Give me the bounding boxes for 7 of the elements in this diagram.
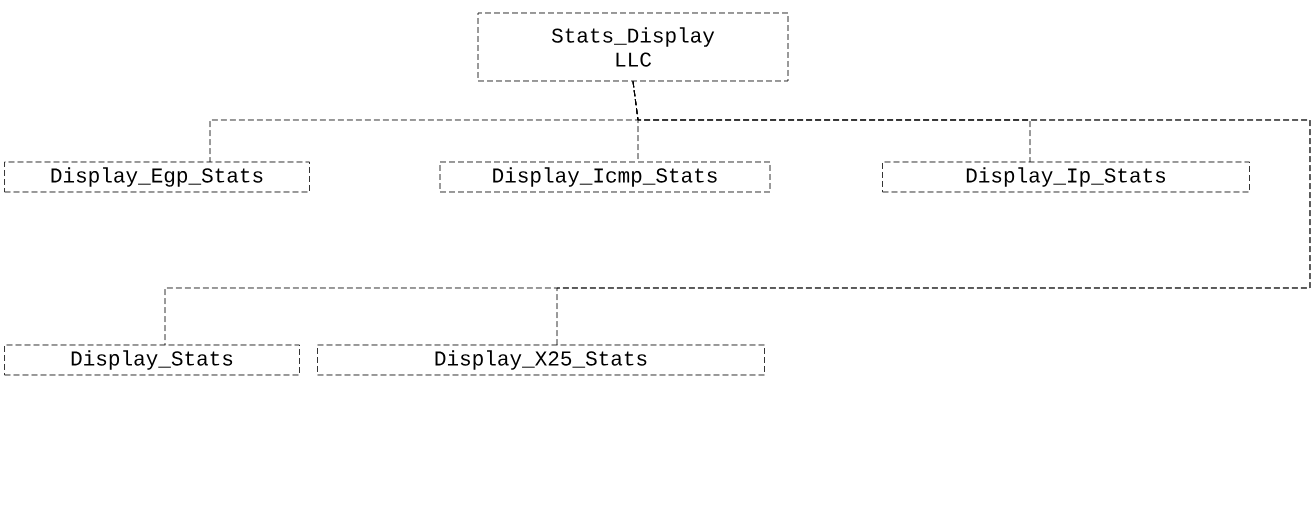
module-box: Display_Ip_Stats (882, 161, 1250, 193)
module-box: Display_X25_Stats (317, 344, 765, 376)
module-box: Display_Stats (4, 344, 300, 376)
module-box: Display_Icmp_Stats (439, 161, 771, 193)
connector-line (556, 81, 1311, 346)
module-box: Stats_Display LLC (477, 12, 789, 82)
module-box: Display_Egp_Stats (4, 161, 310, 193)
